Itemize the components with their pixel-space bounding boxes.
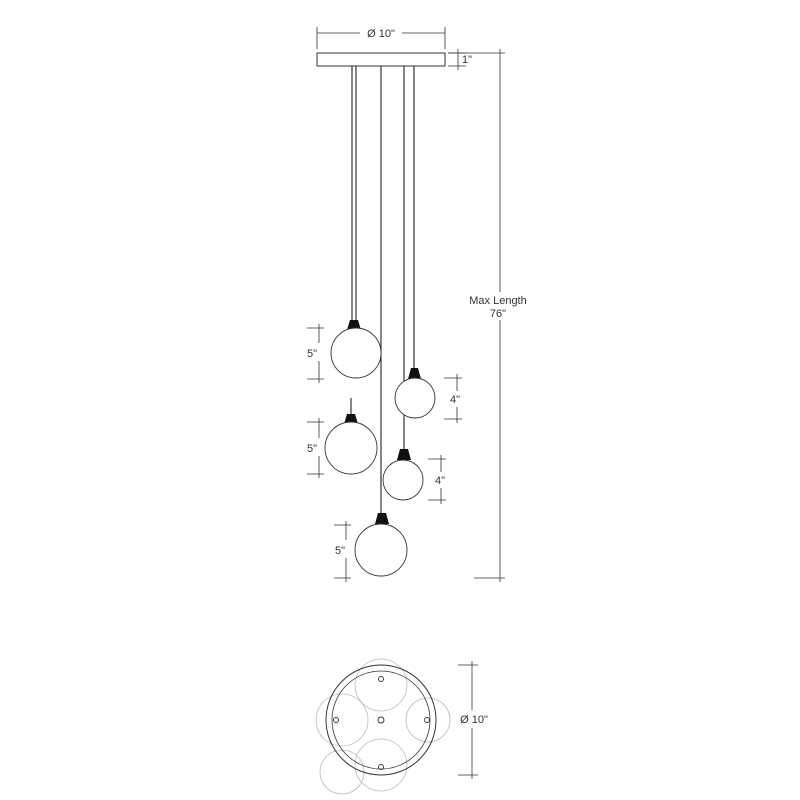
- pendant-globe-1: [330, 320, 382, 379]
- socket-cap: [344, 414, 358, 424]
- plan-canopy-outer-ring: [325, 664, 437, 776]
- canopy-height-dimension: 1": [448, 49, 472, 70]
- plan-canopy-inner-ring: [331, 670, 431, 770]
- pendant-2-dimension: 4": [444, 374, 462, 423]
- plan-cord-point: [378, 676, 384, 682]
- plan-globe-outline: [315, 693, 369, 747]
- plan-globe-outline: [319, 749, 365, 795]
- pendant-2-size-label: 4": [450, 394, 460, 406]
- pendant-3-dimension: 5": [307, 418, 324, 478]
- pendant-3-size-label: 5": [307, 443, 317, 455]
- canopy-height-label: 1": [462, 54, 472, 66]
- plan-cord-point: [377, 716, 385, 724]
- pendant-1-size-label: 5": [307, 348, 317, 360]
- plan-diameter-dimension: Ø 10": [458, 661, 488, 779]
- socket-cap: [375, 513, 389, 524]
- pendant-5-dimension: 5": [334, 521, 351, 582]
- pendant-1-dimension: 5": [307, 324, 324, 383]
- socket-cap: [408, 368, 421, 379]
- max-length-dimension: Max Length 76": [448, 49, 527, 582]
- pendant-4-dimension: 4": [428, 455, 446, 504]
- max-length-value: 76": [490, 308, 506, 320]
- plan-cord-point: [378, 764, 384, 770]
- pendant-5-size-label: 5": [335, 545, 345, 557]
- canopy: Ø 10" 1": [316, 25, 472, 70]
- pendant-globe-4: [382, 449, 424, 501]
- socket-cap: [397, 449, 411, 460]
- canopy-diameter-label: Ø 10": [367, 28, 395, 40]
- pendant-globe-2: [394, 368, 436, 419]
- plan-globe-outline: [405, 697, 451, 743]
- canopy-diameter-dimension: Ø 10": [316, 25, 446, 49]
- pendant-globe-5: [354, 513, 408, 577]
- pendant-4-size-label: 4": [435, 475, 445, 487]
- pendant-globe-3: [324, 398, 378, 475]
- plan-cord-point: [424, 717, 430, 723]
- plan-cord-point: [333, 717, 339, 723]
- plan-diameter-label: Ø 10": [460, 714, 488, 726]
- plan-globe-outline: [354, 658, 408, 712]
- plan-globe-outline: [354, 738, 408, 792]
- socket-cap: [347, 320, 361, 330]
- max-length-label: Max Length: [469, 295, 526, 307]
- plan-view: [315, 658, 451, 795]
